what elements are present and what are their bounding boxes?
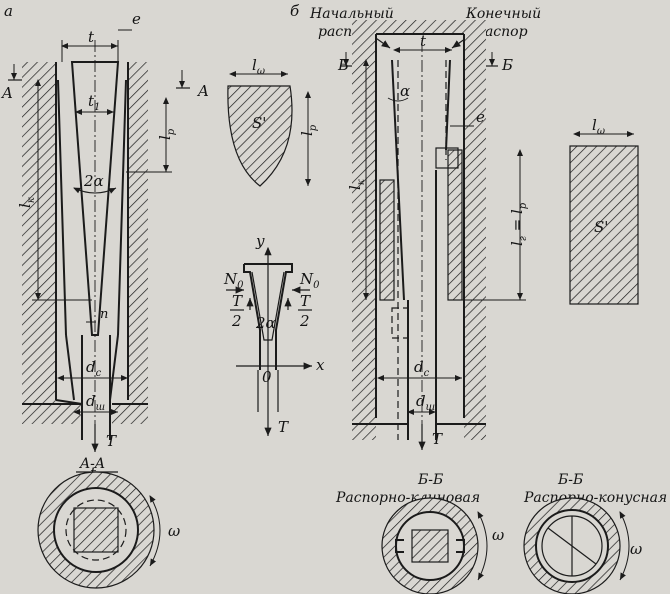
omega-bb-wedge: ω [492, 526, 504, 544]
dim-e: e [132, 10, 141, 28]
force-N0-right: N0 [299, 270, 320, 291]
dim-t-b: t [420, 32, 427, 50]
force-T2-right-num: T [300, 292, 311, 310]
dim-lk: lк [16, 197, 37, 208]
dim-dsh: dш [86, 392, 105, 413]
force-T2-left-num: T [232, 292, 243, 310]
panel-a: а t e A A t1 [0, 2, 209, 452]
section-bb-cone: Б-Б Распорно-конусная ω [523, 472, 667, 594]
right-wall-hatch [128, 62, 148, 422]
left-shell [379, 179, 395, 301]
dim-dc-b: dc [414, 358, 430, 379]
area-s-rect: S' [594, 218, 608, 236]
dim-lr-small: lp [298, 124, 319, 136]
cut-a-left: A [0, 84, 13, 102]
force-T-b: T [432, 430, 443, 448]
section-aa-title: A-A [78, 456, 105, 472]
dim-t: t [88, 28, 95, 46]
section-aa: A-A t1 ω [37, 456, 180, 589]
omega-bb-cone: ω [630, 540, 642, 558]
dim-dc: dc [86, 358, 102, 379]
force-N0-left: N0 [223, 270, 244, 291]
sleeve-outline [57, 79, 127, 336]
dim-lr-b: lг = lp [508, 202, 529, 246]
force-diagram: y x 0 N0 N0 T 2 T 2 2α T [223, 232, 325, 436]
panel-a-tag: а [4, 2, 13, 20]
angle-2alpha-force: 2α [255, 314, 276, 332]
force-wedge [243, 263, 293, 370]
wedge-profile: lω S' lp [227, 56, 319, 187]
right-shell [447, 149, 463, 301]
wedge [70, 61, 120, 336]
rect-section-shape [569, 145, 639, 305]
section-bb-wedge-title: Б-Б [417, 472, 443, 488]
axis-x: x [316, 356, 325, 374]
cut-b-right: Б [501, 56, 513, 74]
wedge-profile-shape [227, 85, 293, 187]
dim-dsh-b: dш [416, 392, 435, 413]
section-bb-wedge: Б-Б Распорно-клиновая ω [335, 472, 504, 594]
section-bb-cone-title: Б-Б [557, 472, 583, 488]
force-T-diagram: T [278, 418, 289, 436]
axis-y: y [255, 232, 265, 250]
label-final2: распор [476, 24, 528, 40]
wedge-square [73, 507, 119, 553]
omega-aa: ω [168, 522, 180, 540]
dim-n: n [100, 307, 108, 322]
origin-o: 0 [262, 368, 272, 386]
area-s-small: S' [252, 114, 266, 132]
force-T-a: T [106, 432, 117, 450]
dim-lr: lp [156, 128, 177, 140]
label-final: Конечный [465, 6, 541, 22]
force-T2-left-den: 2 [231, 312, 242, 330]
force-T2-right-den: 2 [299, 312, 310, 330]
cut-b-left: Б [337, 56, 349, 74]
dim-lk-b: lк [346, 179, 367, 190]
angle-alpha: α [400, 82, 410, 100]
angle-2alpha: 2α [83, 172, 104, 190]
panel-b: б Начальный распор Конечный распор t Б [290, 2, 541, 450]
left-wall-hatch [22, 62, 56, 422]
dim-e-b: e [476, 108, 485, 126]
label-initial: Начальный [309, 6, 394, 22]
cut-a-right: A [196, 82, 209, 100]
dim-t1: t1 [88, 92, 100, 113]
dim-lw-rect: lω [592, 116, 605, 137]
rect-section: lω S' [569, 116, 639, 305]
panel-b-tag: б [290, 2, 300, 20]
dim-lw-small: lω [252, 56, 265, 77]
